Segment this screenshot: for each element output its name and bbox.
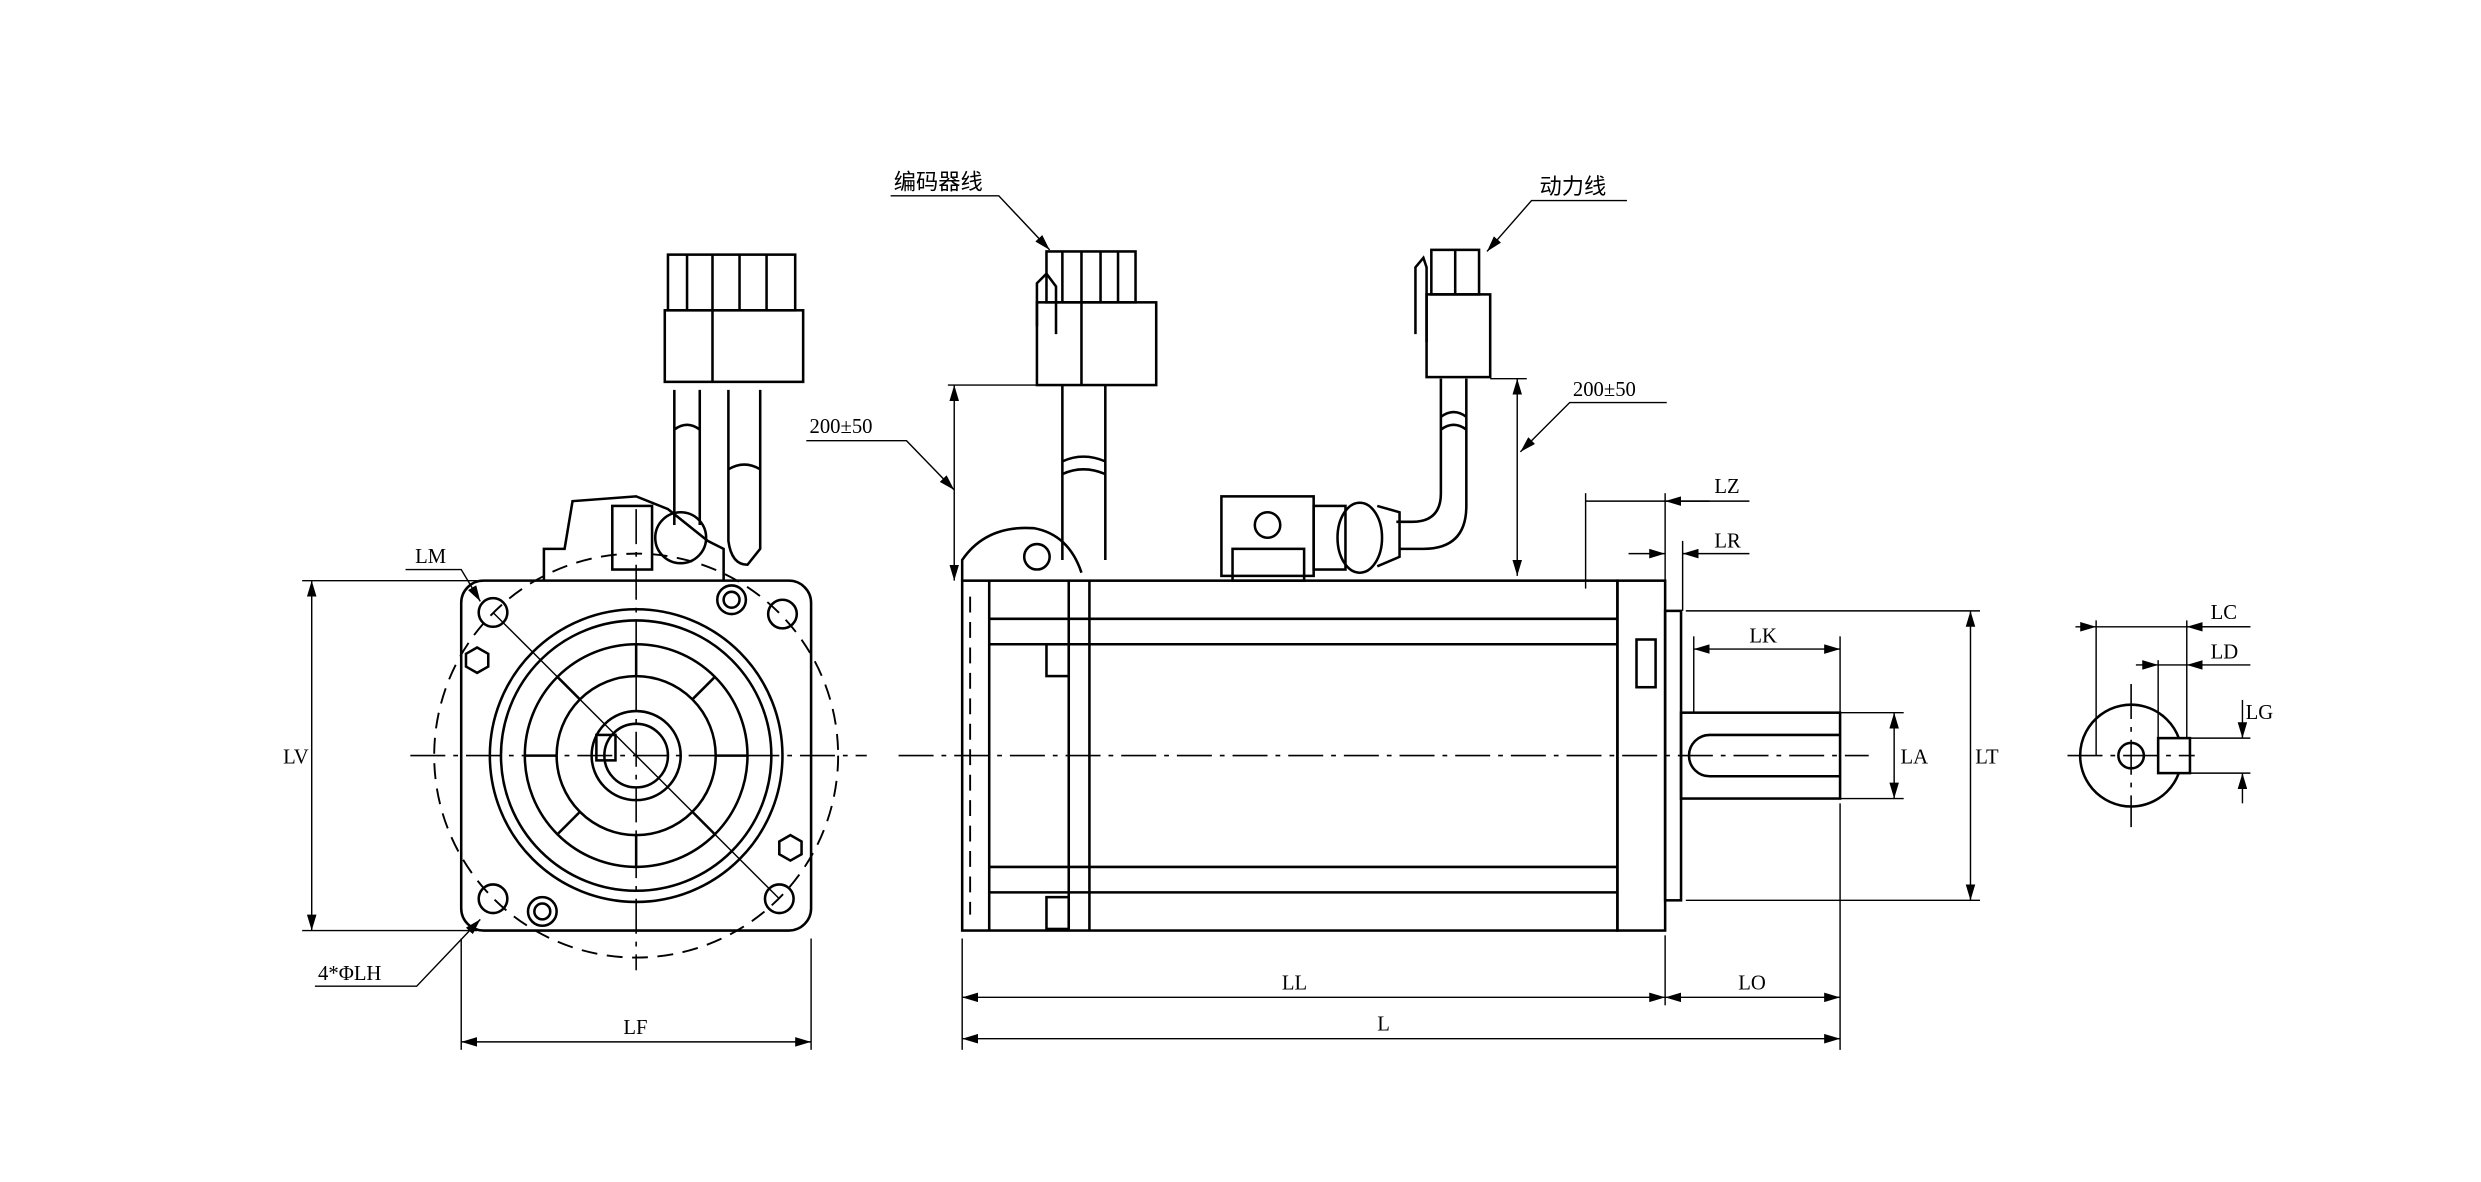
front-view — [410, 253, 867, 971]
shaft-end-view: LC LD LG — [2067, 602, 2274, 828]
side-view — [898, 248, 1869, 932]
dim-LG: LG — [2246, 702, 2274, 724]
dim-LM: LM — [415, 546, 446, 568]
dim-L: L — [1377, 1014, 1390, 1036]
front-dimensions: LV LF LM 4*ΦLH — [283, 546, 812, 1050]
mounting-hole — [464, 584, 803, 928]
dim-LA: LA — [1901, 747, 1929, 769]
dim-LD: LD — [2211, 642, 2239, 664]
dim-LL: LL — [1282, 972, 1307, 994]
dim-LV: LV — [283, 747, 309, 769]
dim-LH: 4*ΦLH — [318, 963, 381, 985]
side-dimensions: LL LO L LT LA LK LZ LR 200±50 200± — [806, 169, 1999, 1050]
power-cable-label: 动力线 — [1539, 174, 1606, 200]
dim-LO: LO — [1738, 972, 1766, 994]
dim-LF: LF — [623, 1017, 647, 1039]
dim-LC: LC — [2211, 602, 2237, 624]
power-cable-length: 200±50 — [1573, 379, 1636, 401]
dim-LZ: LZ — [1714, 476, 1739, 498]
encoder-cable-length: 200±50 — [810, 416, 873, 438]
dim-LR: LR — [1714, 530, 1741, 552]
dim-LT: LT — [1975, 747, 1999, 769]
encoder-cable-label: 编码器线 — [894, 169, 983, 195]
dim-LK: LK — [1749, 626, 1777, 648]
